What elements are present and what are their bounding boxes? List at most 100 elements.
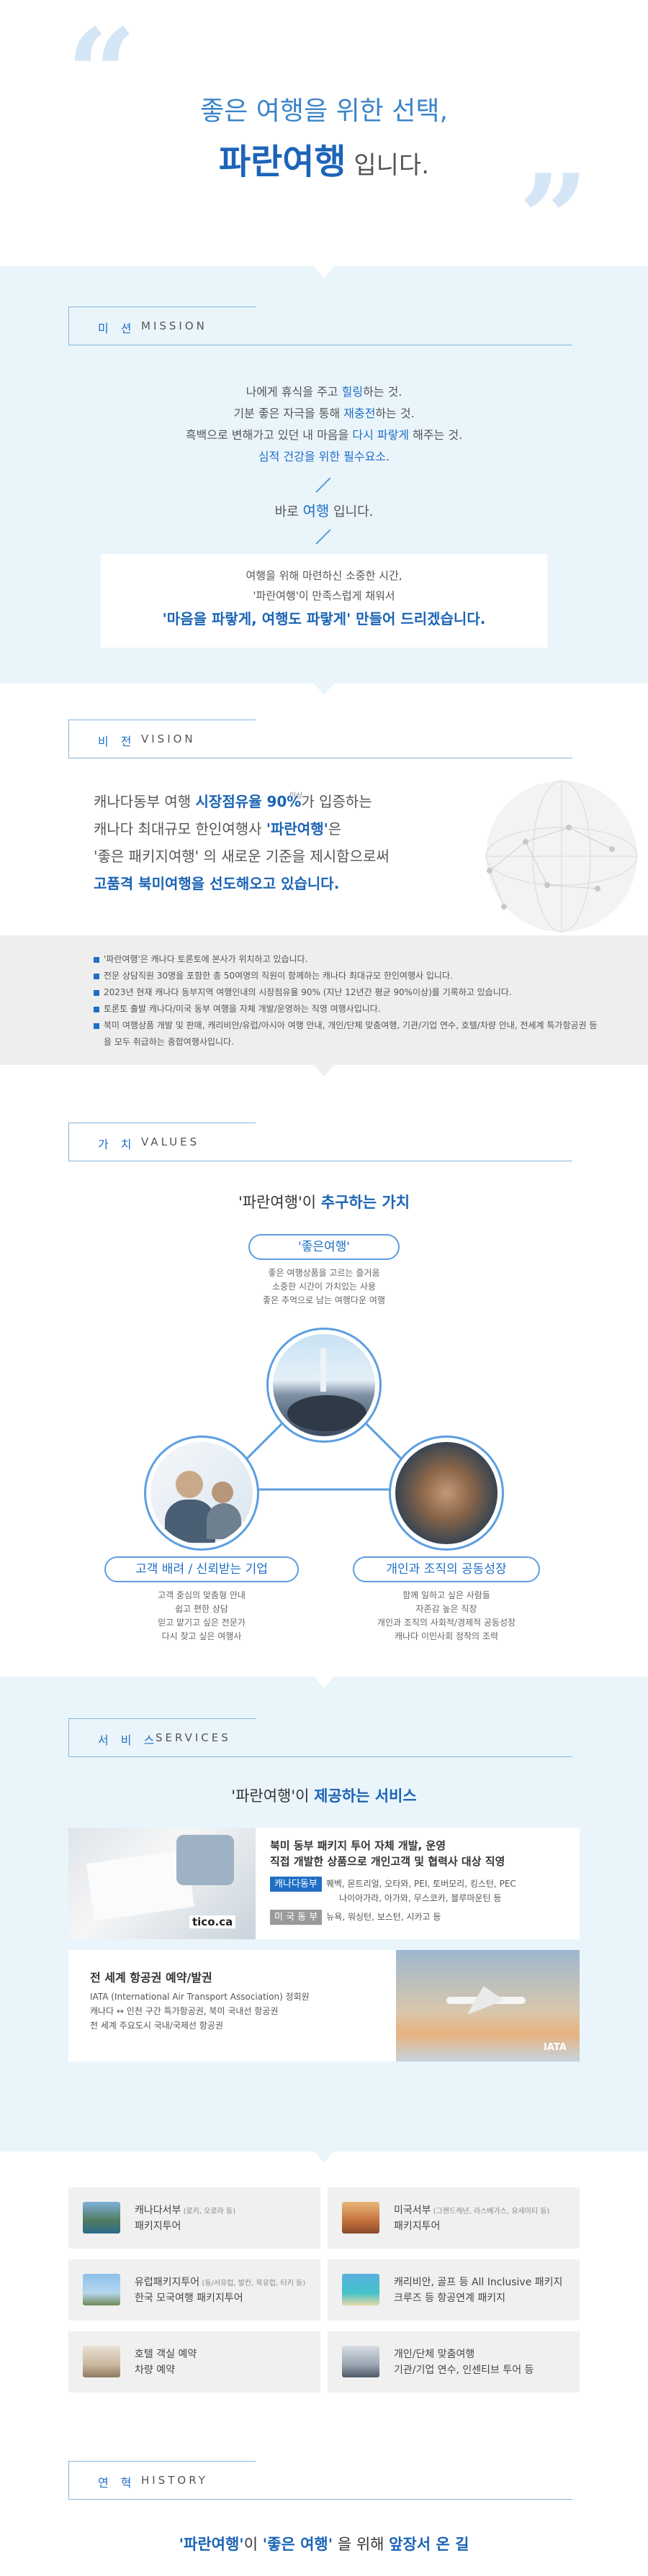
services-title-ko: 서 비 스 [98, 1733, 159, 1747]
highlight: 제공하는 서비스 [314, 1787, 417, 1805]
grid-item-europe[interactable]: 유럽패키지투어 (동/서유럽, 발칸, 북유럽, 터키 등) 한국 모국여행 패키… [68, 2259, 320, 2321]
value-customer-care-desc: 고객 중심의 맞춤형 안내 쉽고 편한 상담 믿고 맡기고 싶은 전문가 다시 … [94, 1589, 310, 1643]
text: 나에게 휴식을 주고 [246, 385, 342, 399]
services-section: 서 비 스 SERVICES '파란여행'이 제공하는 서비스 tico.ca … [0, 1677, 648, 2151]
grid-item-us-west[interactable]: 미국서부 (그랜드캐년, 라스베가스, 요세미티 등)패키지투어 [328, 2187, 580, 2249]
vision-title-ko: 비 전 [98, 735, 136, 748]
region-tag: 캐나다동부 [270, 1877, 322, 1892]
desc-line: 쉽고 편한 상담 [175, 1604, 228, 1614]
promise-headline: '마음을 파랗게, 여행도 파랗게' 만들어 드리겠습니다. [162, 610, 486, 627]
promise-line: '파란여행'이 만족스럽게 채워서 [253, 589, 395, 602]
services-title-en: SERVICES [156, 1731, 231, 1744]
vision-title-en: VISION [141, 733, 196, 745]
brand-name: 파란여행 [218, 142, 346, 182]
hero-tagline-rest: 을 위한 선택, [304, 96, 448, 126]
beach-thumbnail [342, 2274, 379, 2305]
text: 패키지투어 [394, 2221, 441, 2232]
flights-desc: IATA (International Air Transport Associ… [90, 1990, 310, 2033]
highlight: 재충전 [343, 407, 376, 420]
list-item: '파란여행'은 캐나다 토론토에 본사가 위치하고 있습니다. [94, 951, 598, 968]
text: 입니다. [329, 504, 374, 520]
text: 캐나다동부 여행 [94, 793, 196, 810]
text: 하는 것. [363, 385, 402, 399]
text: 흑백으로 변해가고 있던 내 마음을 [185, 428, 353, 442]
text: '파란여행'이 [231, 1787, 315, 1805]
list-item: 2023년 현재 캐나다 동부지역 여행인내의 시장점유율 90% (지난 12… [94, 984, 598, 1001]
tico-logo: tico.ca [189, 1915, 236, 1928]
text: (로키, 오로라 등) [181, 2208, 236, 2216]
open-quote-icon: “ [66, 2, 137, 146]
highlight: 힐링 [341, 385, 364, 399]
tours-title: 북미 동부 패키지 투어 자체 개발, 운영 직접 개발한 상품으로 개인고객 … [270, 1838, 505, 1869]
highlight: '좋은 여행' [262, 2536, 333, 2553]
list-item: 전문 상담직원 30명을 포함한 총 50여명의 직원이 함께하는 캐나다 최대… [94, 968, 598, 984]
promise-text: 여행을 위해 마련하신 소중한 시간, '파란여행'이 만족스럽게 채워서 '마… [101, 566, 547, 632]
highlight: '파란여행' [266, 820, 328, 838]
section-notch [314, 2151, 334, 2163]
text: 바로 [274, 504, 303, 520]
text: 크루즈 등 항공연계 패키지 [394, 2292, 506, 2304]
highlight: '파란여행' [179, 2536, 244, 2553]
highlight: 앞장서 온 길 [389, 2536, 469, 2553]
values-title-en: VALUES [141, 1135, 200, 1148]
photo-consultation: tico.ca [68, 1828, 256, 1939]
hotel-room-thumbnail [83, 2346, 120, 2377]
desc-line: 개인과 조직의 사회적/경제적 공동성장 [377, 1618, 516, 1628]
mission-answer: 바로 여행 입니다. [0, 500, 648, 523]
title-underline [256, 1756, 572, 1757]
vision-line: 캐나다 최대규모 한인여행사 '파란여행'은 [94, 815, 540, 843]
text: 한국 모국여행 패키지투어 [135, 2292, 243, 2304]
section-notch [314, 684, 334, 695]
desc-line: 자존감 높은 직장 [415, 1604, 477, 1614]
text: 은 [328, 820, 342, 838]
values-section: 가 치 VALUES '파란여행'이 추구하는 가치 '좋은여행' 좋은 여행상… [0, 1065, 648, 1677]
region-text: 뉴욕, 워싱턴, 보스턴, 시카고 등 [326, 1912, 441, 1922]
photo-team-hands [389, 1436, 504, 1551]
value-mutual-growth-desc: 함께 일하고 싶은 사람들 자존감 높은 직장 개인과 조직의 사회적/경제적 … [338, 1589, 554, 1643]
text: 하는 것. [375, 407, 415, 420]
history-title: 연 혁 HISTORY [68, 2461, 572, 2500]
list-item: 토론토 출발 캐나다/미국 동부 여행을 자체 개발/운영하는 직영 여행사입니… [94, 1001, 598, 1017]
grid-item-canada-west[interactable]: 캐나다서부 (로키, 오로라 등)패키지투어 [68, 2187, 320, 2249]
canyon-thumbnail [342, 2202, 379, 2233]
mission-line: 심적 건강을 위한 필수요소. [0, 446, 648, 468]
services-grid: 캐나다서부 (로키, 오로라 등)패키지투어 미국서부 (그랜드캐년, 라스베가… [0, 2151, 648, 2403]
vision-title: 비 전 VISION [68, 720, 572, 758]
text: 시장점유율 90% [195, 793, 302, 810]
section-notch [314, 266, 334, 278]
grid-text: 캐나다서부 (로키, 오로라 등)패키지투어 [135, 2203, 235, 2234]
desc-line: 캐나다 이민사회 정착의 조력 [395, 1631, 498, 1641]
value-good-travel-desc: 좋은 여행상품을 고르는 즐거움 소중한 시간이 가치있는 사용 좋은 추억으로… [216, 1266, 432, 1307]
region-tag: 미 국 동 부 [270, 1910, 323, 1925]
region-text: 나이아가라, 아가와, 무스코카, 블루마운틴 등 [339, 1893, 502, 1903]
flights-line: 전 세계 주요도시 국내/국제선 항공권 [90, 2021, 223, 2031]
tours-title-line: 북미 동부 패키지 투어 자체 개발, 운영 [270, 1839, 446, 1852]
photo-customer-service [144, 1436, 259, 1551]
hero-tagline: 좋은 여행을 위한 선택, [0, 90, 648, 127]
text: 개인/단체 맞춤여행 [394, 2349, 475, 2360]
mission-paragraph: 나에게 휴식을 주고 힐링하는 것. 기분 좋은 자극을 통해 재충전하는 것.… [0, 381, 648, 468]
text: 패키지투어 [135, 2221, 181, 2232]
history-heading: '파란여행'이 '좋은 여행' 을 위해 앞장서 온 길 [0, 2533, 648, 2554]
grid-text: 유럽패키지투어 (동/서유럽, 발칸, 북유럽, 터키 등) 한국 모국여행 패키… [135, 2275, 305, 2306]
values-title: 가 치 VALUES [68, 1123, 572, 1161]
desc-line: 좋은 여행상품을 고르는 즐거움 [268, 1268, 380, 1278]
value-good-travel: '좋은여행' [248, 1234, 400, 1260]
text: (동/서유럽, 발칸, 북유럽, 터키 등) [199, 2280, 306, 2287]
flights-title: 전 세계 항공권 예약/발권 [90, 1971, 212, 1985]
hero-tagline-highlight: 좋은 여행 [200, 96, 304, 126]
mission-title-en: MISSION [141, 319, 207, 332]
text: 해주는 것. [409, 428, 463, 442]
facts-list: '파란여행'은 캐나다 토론토에 본사가 위치하고 있습니다. 전문 상담직원 … [94, 951, 598, 1051]
history-section: 연 혁 HISTORY '파란여행'이 '좋은 여행' 을 위해 앞장서 온 길 [0, 2403, 648, 2576]
grid-text: 미국서부 (그랜드캐년, 라스베가스, 요세미티 등)패키지투어 [394, 2203, 549, 2234]
mission-title: 미 션 MISSION [68, 307, 572, 345]
text: 유럽패키지투어 [135, 2277, 200, 2288]
mission-line: 흑백으로 변해가고 있던 내 마음을 다시 파랗게 해주는 것. [0, 425, 648, 446]
